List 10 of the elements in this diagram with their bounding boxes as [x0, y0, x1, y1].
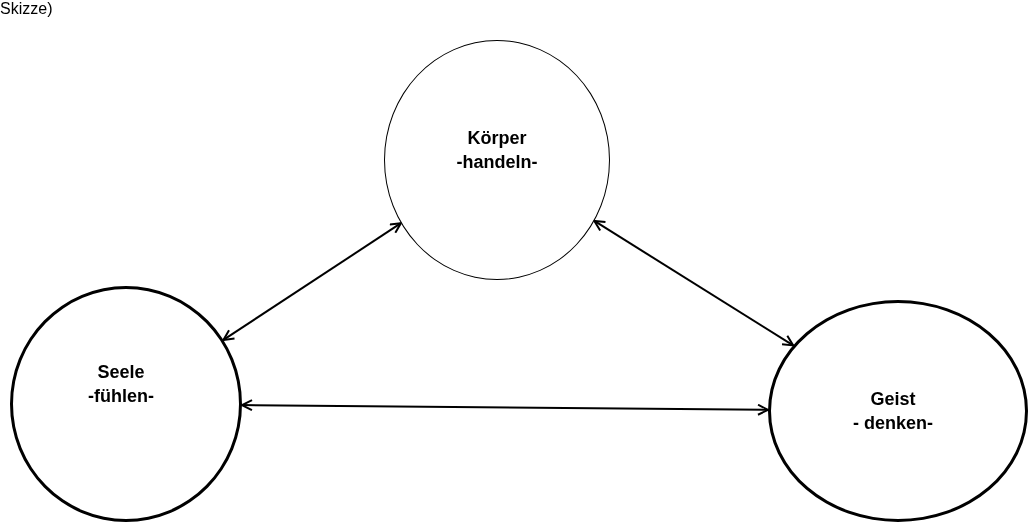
double-arrow	[593, 219, 795, 347]
node-text: Seele	[96, 361, 146, 384]
note-text: Skizze)	[0, 0, 53, 18]
node-text: - denken-	[853, 412, 933, 435]
node-text: -fühlen-	[88, 385, 154, 408]
node-text: Geist	[869, 388, 917, 411]
double-arrow	[241, 399, 769, 416]
node-text: -handeln-	[456, 151, 538, 174]
double-arrow	[222, 222, 402, 341]
node-text: Körper	[466, 127, 528, 150]
